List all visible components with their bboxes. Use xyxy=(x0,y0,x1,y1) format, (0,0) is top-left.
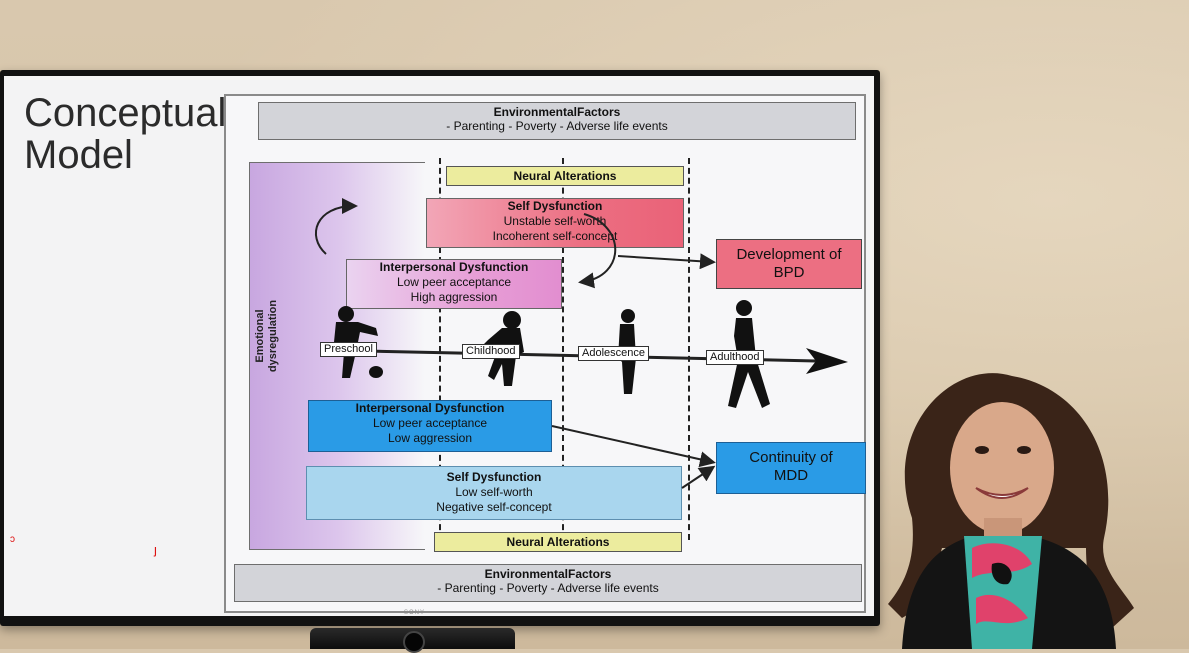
arrow-to-bpd-icon xyxy=(617,253,716,270)
mdd-interpersonal-dysfunction-box: Interpersonal Dysfunction Low peer accep… xyxy=(308,400,552,452)
outcome-bpd-line-2: BPD xyxy=(773,264,805,281)
slide-title: Conceptual Model xyxy=(24,92,254,176)
conceptual-model-diagram: EnvironmentalFactors - Parenting - Pover… xyxy=(224,94,866,613)
bpd-interpersonal-title: Interpersonal Dysfunction xyxy=(379,260,529,274)
outcome-bpd-line-1: Development of xyxy=(736,246,842,263)
outcome-mdd-box: Continuity of MDD xyxy=(716,442,866,494)
cycle-arrow-right-icon xyxy=(578,213,617,289)
outcome-bpd-box: Development of BPD xyxy=(716,239,862,289)
slide-screen: Conceptual Model ɔ ȷ ı EnvironmentalFact… xyxy=(4,76,874,616)
mdd-interpersonal-line-1: Low peer acceptance xyxy=(372,416,488,430)
tv-monitor: Conceptual Model ɔ ȷ ı EnvironmentalFact… xyxy=(0,70,880,626)
arrow-self-to-mdd-icon xyxy=(681,465,716,489)
webcam xyxy=(310,628,515,653)
presenter-photo xyxy=(888,373,1134,649)
title-line-2: Model xyxy=(24,133,133,177)
cycle-arrow-left-icon xyxy=(315,198,358,255)
outcome-mdd-line-2: MDD xyxy=(773,467,809,484)
neural-alterations-bottom: Neural Alterations xyxy=(434,532,682,552)
bpd-self-line-2: Incoherent self-concept xyxy=(492,229,618,243)
bpd-self-dysfunction-box: Self Dysfunction Unstable self-worth Inc… xyxy=(426,198,684,248)
environmental-factors-top: EnvironmentalFactors - Parenting - Pover… xyxy=(258,102,856,140)
neural-alterations-top: Neural Alterations xyxy=(446,166,684,186)
bpd-self-title: Self Dysfunction xyxy=(507,199,603,213)
mdd-interpersonal-line-2: Low aggression xyxy=(387,431,473,445)
pen-mark: ȷ xyxy=(154,542,157,557)
environmental-factors-bottom: EnvironmentalFactors - Parenting - Pover… xyxy=(234,564,862,602)
stage-label-adolescence: Adolescence xyxy=(578,346,649,361)
webcam-lens-icon xyxy=(403,631,425,653)
stage-label-adulthood: Adulthood xyxy=(706,350,764,365)
bpd-interpersonal-line-2: High aggression xyxy=(410,290,498,304)
stage-divider xyxy=(688,158,690,540)
stage-divider xyxy=(562,158,564,540)
env-top-text: - Parenting - Poverty - Adverse life eve… xyxy=(446,119,668,133)
mdd-self-line-1: Low self-worth xyxy=(455,485,533,499)
env-bottom-text: - Parenting - Poverty - Adverse life eve… xyxy=(437,581,659,595)
presenter-smile xyxy=(975,487,1029,499)
title-line-1: Conceptual xyxy=(24,91,227,135)
stage-label-preschool: Preschool xyxy=(320,342,377,357)
mdd-self-line-2: Negative self-concept xyxy=(436,500,552,514)
stage-divider xyxy=(439,158,441,540)
mdd-interpersonal-title: Interpersonal Dysfunction xyxy=(355,401,505,415)
env-bottom-title: EnvironmentalFactors xyxy=(484,567,612,581)
bpd-interpersonal-line-1: Low peer acceptance xyxy=(396,275,512,289)
tv-brand-logo: SONY xyxy=(404,610,426,616)
mdd-self-title: Self Dysfunction xyxy=(446,470,542,484)
bpd-interpersonal-dysfunction-box: Interpersonal Dysfunction Low peer accep… xyxy=(346,259,562,309)
mdd-self-dysfunction-box: Self Dysfunction Low self-worth Negative… xyxy=(306,466,682,520)
pen-mark: ɔ xyxy=(10,534,15,545)
env-top-title: EnvironmentalFactors xyxy=(493,105,621,119)
presenter-face xyxy=(950,402,1054,534)
timeline-arrowhead-icon xyxy=(806,348,848,374)
arrow-interpersonal-to-mdd-icon xyxy=(551,425,716,468)
outcome-mdd-line-1: Continuity of xyxy=(749,449,833,466)
bpd-self-line-1: Unstable self-worth xyxy=(503,214,607,228)
stage-label-childhood: Childhood xyxy=(462,344,520,359)
